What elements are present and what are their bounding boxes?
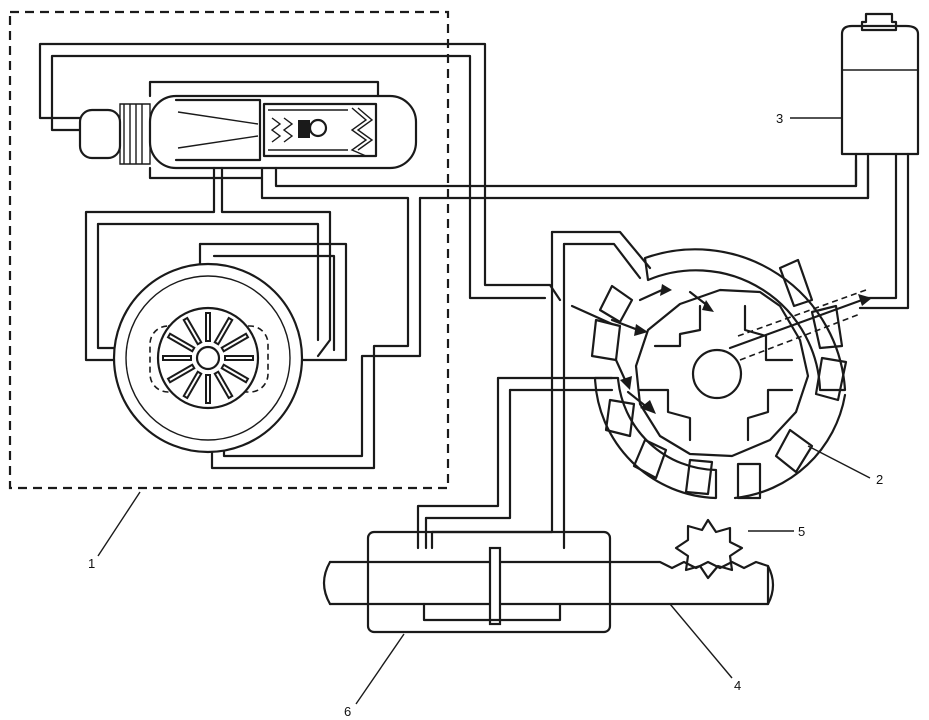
spoke-highlight — [185, 319, 200, 343]
check-ball — [308, 118, 328, 138]
pinion-gear — [674, 518, 744, 580]
spoke-highlight — [223, 366, 247, 381]
callout-2: 2 — [876, 472, 883, 487]
callout-3: 3 — [776, 111, 783, 126]
steering-gear — [322, 518, 794, 634]
callout-6: 6 — [344, 704, 351, 719]
callout-1: 1 — [88, 556, 95, 571]
spoke-highlight — [169, 366, 193, 381]
control-valve-assembly-boundary — [8, 10, 450, 490]
rotary-valve-spokes — [162, 312, 254, 404]
reservoir — [790, 12, 920, 310]
pump-assembly — [496, 230, 872, 500]
rotary-valve-wheel — [112, 262, 304, 454]
inlet-fitting — [78, 108, 122, 160]
piston — [488, 546, 502, 626]
spoke-highlight — [185, 373, 200, 397]
spoke-highlight — [216, 319, 231, 343]
flow-control-valve — [38, 42, 562, 302]
leader-lines — [97, 445, 871, 705]
spoke-highlight — [216, 373, 231, 397]
callout-5: 5 — [798, 524, 805, 539]
spoke-highlight — [169, 335, 193, 350]
callout-4: 4 — [734, 678, 741, 693]
spoke-highlight — [223, 335, 247, 350]
gear-housing — [366, 530, 612, 634]
pump-shaft — [691, 348, 743, 400]
